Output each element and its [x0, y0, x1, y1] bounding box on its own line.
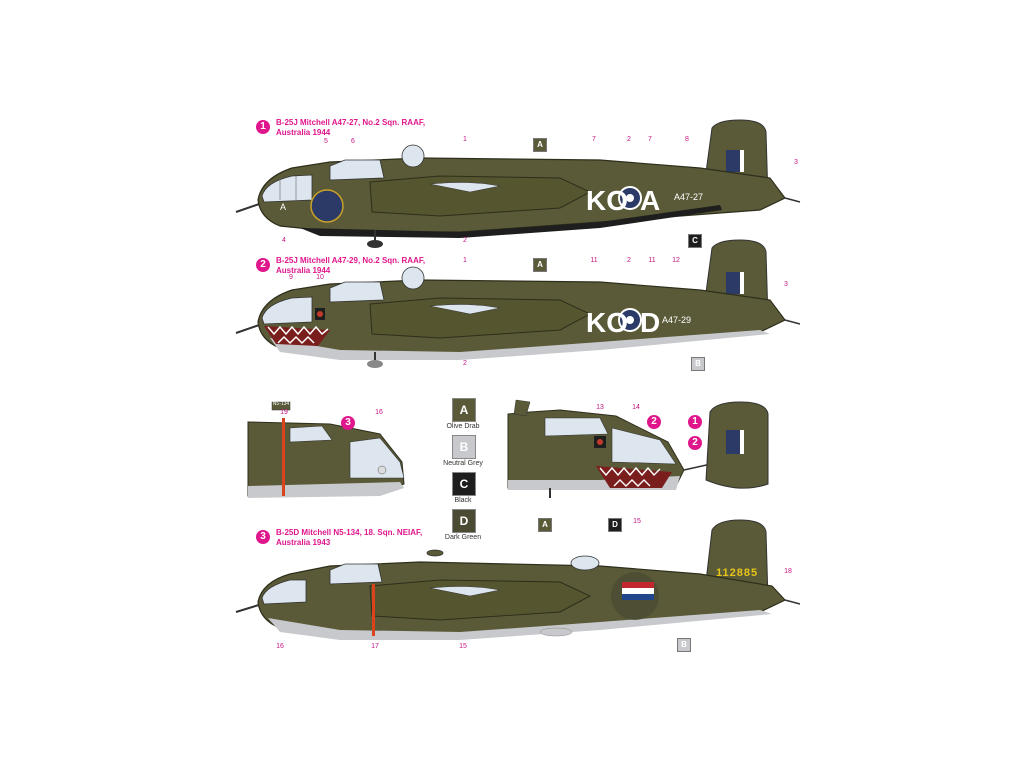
profile-1-serial: A47-27 — [674, 192, 703, 202]
callout-p2-2: 2 — [463, 360, 467, 367]
legend-swatch-c: C — [452, 472, 476, 496]
profile-2-caption: B-25J Mitchell A47-29, No.2 Sqn. RAAF, A… — [276, 256, 425, 276]
legend-swatch-a: A — [452, 398, 476, 422]
callout-p1-4: 4 — [282, 237, 286, 244]
marker-d-profile-3: D — [608, 518, 622, 532]
profile-1-nose-letter: A — [280, 202, 286, 212]
callout-p2-10: 10 — [316, 274, 324, 281]
profile-2-caption-line1: B-25J Mitchell A47-29, No.2 Sqn. RAAF, — [276, 256, 426, 265]
callout-d3-16: 16 — [375, 409, 383, 416]
detail-2-marker: 2 — [647, 415, 661, 429]
marker-b-profile-2: B — [691, 357, 705, 371]
callout-p1-2b: 2 — [627, 136, 631, 143]
callout-p1-7b: 7 — [648, 136, 652, 143]
profile-3-caption-line2: Australia 1943 — [276, 538, 331, 547]
callout-p1-8: 8 — [685, 136, 689, 143]
profile-1-marker: 1 — [256, 120, 270, 134]
callout-p1-7a: 7 — [592, 136, 596, 143]
callout-p2-11b: 11 — [648, 257, 656, 264]
callout-p2-2b: 2 — [627, 257, 631, 264]
profile-2-serial: A47-29 — [662, 315, 691, 325]
callout-p1-2: 2 — [463, 237, 467, 244]
profile-2-code-left: KO — [586, 307, 628, 338]
profile-2-caption-line2: Australia 1944 — [276, 266, 331, 275]
profile-1-caption: B-25J Mitchell A47-27, No.2 Sqn. RAAF, A… — [276, 118, 425, 138]
profile-2-aircraft: KO D A47-29 — [235, 239, 801, 368]
detail-3-tail-serial: N5-134 — [272, 401, 290, 407]
callout-p3-16: 16 — [276, 643, 284, 650]
profile-3-aircraft: 112885 — [235, 519, 801, 640]
tail-detail-marker-1: 1 — [688, 415, 702, 429]
legend-label-c: Black — [454, 497, 472, 504]
legend-label-b: Neutral Grey — [443, 460, 483, 467]
legend-label-a: Olive Drab — [446, 423, 480, 430]
callout-p1-3: 3 — [794, 159, 798, 166]
callout-p3-15b: 15 — [459, 643, 467, 650]
callout-p1-5: 5 — [324, 138, 328, 145]
detail-2-nose — [507, 399, 721, 498]
callout-d2-14: 14 — [632, 404, 640, 411]
detail-3-nose — [247, 401, 405, 498]
profile-1-caption-line2: Australia 1944 — [276, 128, 331, 137]
callout-p3-18: 18 — [784, 568, 792, 575]
profile-1-aircraft: KO A A47-27 A — [235, 119, 801, 248]
legend-swatch-d: D — [452, 509, 476, 533]
marker-a-profile-1: A — [533, 138, 547, 152]
profile-3-caption: B-25D Mitchell N5-134, 18. Sqn. NEIAF, A… — [276, 528, 422, 548]
callout-p1-6: 6 — [351, 138, 355, 145]
profile-3-tail-number: 112885 — [716, 567, 758, 579]
tail-detail-marker-2: 2 — [688, 436, 702, 450]
callout-p2-9: 9 — [289, 274, 293, 281]
profile-2-marker: 2 — [256, 258, 270, 272]
marker-c-profile-1: C — [688, 234, 702, 248]
profile-2-code-right: D — [640, 307, 660, 338]
callout-p2-12: 12 — [672, 257, 680, 264]
callout-p3-15a: 15 — [633, 518, 641, 525]
callout-p2-11a: 11 — [590, 257, 598, 264]
tail-detail — [705, 401, 769, 489]
callout-p1-1: 1 — [463, 136, 467, 143]
legend-label-d: Dark Green — [444, 534, 482, 541]
marker-a-profile-3: A — [538, 518, 552, 532]
callout-d3-19: 19 — [280, 409, 288, 416]
callout-p3-17: 17 — [371, 643, 379, 650]
callout-d2-13: 13 — [596, 404, 604, 411]
profile-1-code-left: KO — [586, 185, 628, 216]
callout-p2-1: 1 — [463, 257, 467, 264]
legend-swatch-b: B — [452, 435, 476, 459]
detail-3-marker: 3 — [341, 416, 355, 430]
marker-a-profile-2: A — [533, 258, 547, 272]
callout-p2-3: 3 — [784, 281, 788, 288]
marker-b-profile-3: B — [677, 638, 691, 652]
profile-3-caption-line1: B-25D Mitchell N5-134, 18. Sqn. NEIAF, — [276, 528, 423, 537]
profile-1-code-right: A — [640, 185, 660, 216]
profile-1-caption-line1: B-25J Mitchell A47-27, No.2 Sqn. RAAF, — [276, 118, 426, 127]
profile-3-marker: 3 — [256, 530, 270, 544]
